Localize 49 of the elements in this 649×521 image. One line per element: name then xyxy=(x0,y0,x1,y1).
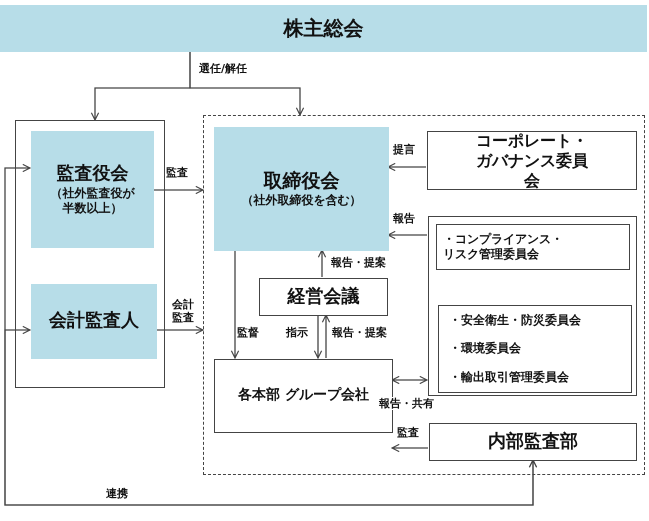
edge-label: 監査 xyxy=(165,166,189,180)
node-label: 取締役会 xyxy=(262,170,340,194)
org-box xyxy=(31,284,157,359)
arrow xyxy=(230,250,240,359)
node-sublabel: ・輸出取引管理委員会 xyxy=(448,370,570,386)
org-box xyxy=(427,131,637,190)
node-label: 株主総会 xyxy=(282,16,364,41)
node-label: コーポレート・ガバナンス委員会 xyxy=(475,130,589,190)
edge-label: 報告 xyxy=(392,212,416,226)
arrow xyxy=(318,249,326,277)
edge-label: 報告・提案 xyxy=(331,326,388,340)
edge-label: 報告・提案 xyxy=(330,256,387,270)
node-sublabel: ・環境委員会 xyxy=(448,341,522,356)
arrow xyxy=(387,162,426,172)
arrow xyxy=(391,376,428,384)
edge-label: 監督 xyxy=(236,326,260,340)
org-box xyxy=(259,278,388,316)
org-box xyxy=(436,224,630,270)
org-box xyxy=(438,305,632,393)
outline-box xyxy=(203,115,645,475)
node-label: 監査役会 xyxy=(56,163,130,186)
node-label: 経営会議 xyxy=(286,286,360,308)
arrow xyxy=(189,52,304,116)
arrow xyxy=(391,444,428,452)
arrow xyxy=(153,186,204,194)
org-box xyxy=(214,127,389,251)
edge-label: 報告・共有 xyxy=(378,397,435,410)
node-label: 各本部 グループ会社 xyxy=(236,387,370,405)
edge-label: 連携 xyxy=(105,487,129,500)
arrow xyxy=(322,314,330,358)
node-label: ・コンプライアンス・リスク管理委員会 xyxy=(443,232,564,262)
edge-label: 選任/解任 xyxy=(198,62,248,76)
outline-box xyxy=(15,120,165,388)
edge-label: 監査 xyxy=(396,426,420,440)
org-box xyxy=(0,5,647,52)
node-sublabel: （社外監査役が半数以上） xyxy=(50,186,136,216)
node-label: ・安全衛生・防災委員会 xyxy=(448,312,582,328)
node-label: 内部監査部 xyxy=(487,430,579,454)
org-box xyxy=(429,423,637,461)
arrow xyxy=(156,326,204,334)
arrow xyxy=(314,315,322,359)
edge-label: 指示 xyxy=(285,326,309,340)
arrow xyxy=(4,326,538,506)
arrow xyxy=(387,230,427,240)
node-label: 会計監査人 xyxy=(48,310,140,333)
org-box xyxy=(31,131,154,248)
edge-label: 提言 xyxy=(392,143,416,156)
outline-box xyxy=(428,216,637,396)
node-sublabel: （社外取締役を含む） xyxy=(240,193,362,208)
